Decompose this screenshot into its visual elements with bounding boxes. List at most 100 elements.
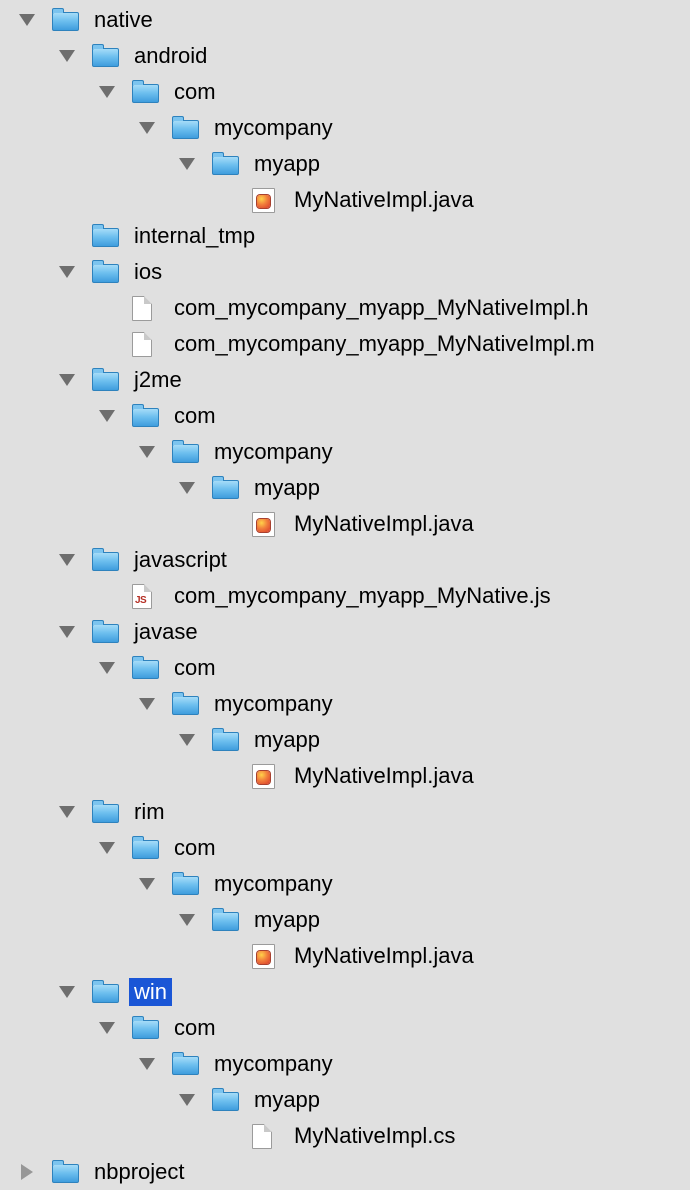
java-file-icon	[252, 943, 275, 969]
tree-row[interactable]: MyNativeImpl.java	[0, 506, 690, 542]
tree-row[interactable]: android	[0, 38, 690, 74]
tree-row-label: MyNativeImpl.java	[294, 943, 474, 968]
disclosure-open-icon	[59, 806, 75, 818]
disclosure-toggle[interactable]	[50, 50, 84, 62]
folder-icon	[92, 368, 119, 391]
disclosure-toggle[interactable]	[130, 446, 164, 458]
folder-icon	[172, 1052, 199, 1075]
disclosure-open-icon	[99, 410, 115, 422]
disclosure-toggle[interactable]	[50, 374, 84, 386]
tree-row[interactable]: mycompany	[0, 686, 690, 722]
tree-row-label: mycompany	[214, 871, 333, 896]
disclosure-toggle[interactable]	[90, 86, 124, 98]
disclosure-toggle[interactable]	[50, 626, 84, 638]
tree-row[interactable]: rim	[0, 794, 690, 830]
tree-row-label: win	[129, 978, 173, 1006]
folder-icon	[92, 620, 119, 643]
disclosure-toggle[interactable]	[90, 662, 124, 674]
tree-row-label: javase	[134, 619, 198, 644]
tree-row[interactable]: com	[0, 1010, 690, 1046]
tree-row[interactable]: myapp	[0, 470, 690, 506]
tree-row[interactable]: myapp	[0, 722, 690, 758]
disclosure-toggle[interactable]	[170, 734, 204, 746]
tree-row[interactable]: mycompany	[0, 110, 690, 146]
tree-row[interactable]: com	[0, 398, 690, 434]
disclosure-toggle[interactable]	[10, 1164, 44, 1180]
folder-icon	[132, 836, 159, 859]
tree-row[interactable]: mycompany	[0, 866, 690, 902]
folder-icon	[212, 728, 239, 751]
disclosure-open-icon	[99, 662, 115, 674]
tree-row-label: j2me	[134, 367, 182, 392]
tree-row[interactable]: com	[0, 74, 690, 110]
tree-row[interactable]: com_mycompany_myapp_MyNativeImpl.m	[0, 326, 690, 362]
tree-row-label: myapp	[254, 151, 321, 176]
disclosure-open-icon	[139, 698, 155, 710]
disclosure-open-icon	[179, 1094, 195, 1106]
tree-row-selected[interactable]: win	[0, 974, 690, 1010]
tree-row[interactable]: MyNativeImpl.java	[0, 758, 690, 794]
tree-row[interactable]: myapp	[0, 902, 690, 938]
tree-row[interactable]: mycompany	[0, 1046, 690, 1082]
disclosure-open-icon	[99, 86, 115, 98]
disclosure-toggle[interactable]	[50, 266, 84, 278]
folder-icon	[172, 440, 199, 463]
disclosure-toggle[interactable]	[50, 986, 84, 998]
tree-row-label: javascript	[134, 547, 227, 572]
disclosure-toggle[interactable]	[130, 698, 164, 710]
tree-row[interactable]: JS com_mycompany_myapp_MyNative.js	[0, 578, 690, 614]
java-file-icon	[252, 187, 275, 213]
tree-row[interactable]: MyNativeImpl.cs	[0, 1118, 690, 1154]
tree-row-label: internal_tmp	[134, 223, 256, 248]
folder-icon	[92, 548, 119, 571]
disclosure-toggle[interactable]	[90, 410, 124, 422]
tree-row-label: nbproject	[94, 1159, 185, 1184]
disclosure-toggle[interactable]	[90, 842, 124, 854]
tree-row[interactable]: myapp	[0, 1082, 690, 1118]
disclosure-open-icon	[19, 14, 35, 26]
folder-icon	[52, 8, 79, 31]
disclosure-toggle[interactable]	[130, 122, 164, 134]
tree-row[interactable]: internal_tmp	[0, 218, 690, 254]
disclosure-toggle[interactable]	[130, 878, 164, 890]
disclosure-toggle[interactable]	[170, 482, 204, 494]
tree-row[interactable]: MyNativeImpl.java	[0, 182, 690, 218]
document-icon	[132, 331, 152, 357]
tree-row-label: MyNativeImpl.java	[294, 511, 474, 536]
tree-row[interactable]: javascript	[0, 542, 690, 578]
document-icon	[252, 1123, 272, 1149]
tree-row[interactable]: javase	[0, 614, 690, 650]
disclosure-open-icon	[59, 50, 75, 62]
disclosure-toggle[interactable]	[90, 1022, 124, 1034]
disclosure-toggle[interactable]	[50, 806, 84, 818]
disclosure-open-icon	[139, 1058, 155, 1070]
tree-row[interactable]: com_mycompany_myapp_MyNativeImpl.h	[0, 290, 690, 326]
disclosure-toggle[interactable]	[50, 554, 84, 566]
tree-row[interactable]: mycompany	[0, 434, 690, 470]
tree-row[interactable]: native	[0, 2, 690, 38]
folder-icon	[92, 260, 119, 283]
disclosure-toggle[interactable]	[170, 914, 204, 926]
tree-row[interactable]: com	[0, 650, 690, 686]
tree-row-label: myapp	[254, 475, 321, 500]
tree-row-label: mycompany	[214, 1051, 333, 1076]
folder-icon	[172, 872, 199, 895]
tree-row[interactable]: com	[0, 830, 690, 866]
tree-row[interactable]: myapp	[0, 146, 690, 182]
disclosure-toggle[interactable]	[170, 158, 204, 170]
tree-row-label: MyNativeImpl.java	[294, 763, 474, 788]
folder-icon	[132, 80, 159, 103]
java-file-icon	[252, 511, 275, 537]
disclosure-toggle[interactable]	[10, 14, 44, 26]
folder-icon	[132, 404, 159, 427]
tree-row[interactable]: ios	[0, 254, 690, 290]
java-file-icon	[252, 763, 275, 789]
disclosure-toggle[interactable]	[130, 1058, 164, 1070]
tree-row[interactable]: MyNativeImpl.java	[0, 938, 690, 974]
disclosure-open-icon	[59, 554, 75, 566]
folder-icon	[92, 224, 119, 247]
tree-row[interactable]: nbproject	[0, 1154, 690, 1190]
tree-row[interactable]: j2me	[0, 362, 690, 398]
disclosure-toggle[interactable]	[170, 1094, 204, 1106]
